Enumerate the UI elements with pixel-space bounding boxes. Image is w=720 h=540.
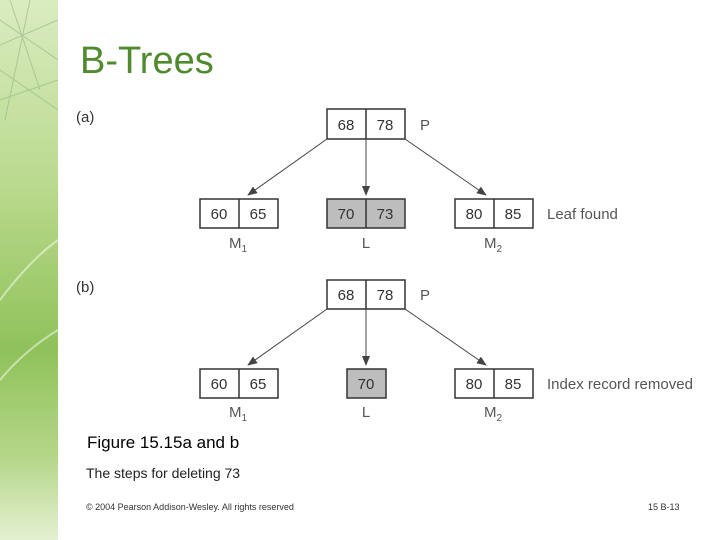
panel-a-right-leaf-subscript: 2	[497, 244, 503, 255]
panel-b-root-tag: P	[420, 287, 430, 304]
panel-b-root-key-1: 68	[338, 287, 355, 304]
panel-a-arrow-right	[404, 138, 487, 196]
panel-a-middle-leaf-label: L	[362, 235, 370, 252]
panel-a-right-leaf-label: M2	[484, 235, 503, 255]
panel-b-left-leaf-label: M1	[229, 404, 248, 424]
panel-b-right-key-1: 80	[466, 376, 483, 393]
panel-b-label: (b)	[76, 279, 94, 296]
panel-b-annotation: Index record removed	[547, 376, 693, 393]
panel-a-middle-key-2: 73	[377, 206, 394, 223]
panel-b-right-leaf: 80 85	[454, 368, 534, 399]
figure-caption-title: Figure 15.15a and b	[87, 433, 240, 452]
panel-a-left-leaf-label: M1	[229, 235, 248, 255]
panel-a-left-key-1: 60	[211, 206, 228, 223]
panel-a-middle-key-1: 70	[338, 206, 355, 223]
panel-b-root-key-2: 78	[377, 287, 394, 304]
decorative-side-strip	[0, 0, 58, 540]
panel-a-root-node: 68 78	[326, 108, 406, 140]
decorative-pattern	[0, 0, 58, 381]
panel-b-middle-key-1: 70	[358, 376, 375, 393]
panel-a-root-key-1: 68	[338, 117, 355, 134]
panel-b-right-leaf-name: M	[484, 404, 497, 421]
panel-b-root-node: 68 78	[326, 279, 406, 310]
panel-a-arrow-left	[247, 138, 328, 196]
panel-a-root-key-2: 78	[377, 117, 394, 134]
panel-b-left-key-2: 65	[250, 376, 267, 393]
copyright-notice: © 2004 Pearson Addison-Wesley. All right…	[86, 502, 294, 512]
panel-a-left-key-2: 65	[250, 206, 267, 223]
figure-caption-subtitle: The steps for deleting 73	[86, 465, 241, 481]
panel-b-left-leaf-name: M	[229, 404, 242, 421]
panel-b-arrow-left	[247, 308, 328, 366]
slide-number: 15 B-13	[648, 502, 680, 512]
panel-a-root-tag: P	[420, 117, 430, 134]
panel-a-left-leaf-subscript: 1	[242, 244, 248, 255]
panel-b-arrow-right	[404, 308, 487, 366]
panel-b-middle-leaf: 70	[346, 368, 387, 399]
panel-b-right-leaf-label: M2	[484, 404, 503, 424]
slide-title: B-Trees	[80, 40, 214, 82]
panel-a-label: (a)	[76, 109, 94, 126]
panel-a-annotation: Leaf found	[547, 206, 618, 223]
panel-a-right-key-2: 85	[505, 206, 522, 223]
panel-b-right-key-2: 85	[505, 376, 522, 393]
panel-a-left-leaf-name: M	[229, 235, 242, 252]
panel-a-left-leaf: 60 65	[199, 198, 279, 229]
panel-b-right-leaf-subscript: 2	[497, 413, 503, 424]
panel-b-left-leaf-subscript: 1	[242, 413, 248, 424]
panel-a-right-leaf-name: M	[484, 235, 497, 252]
panel-b-left-key-1: 60	[211, 376, 228, 393]
panel-a-middle-leaf: 70 73	[326, 198, 406, 229]
panel-b-left-leaf: 60 65	[199, 368, 279, 399]
panel-a-right-key-1: 80	[466, 206, 483, 223]
panel-b-middle-leaf-label: L	[362, 404, 370, 421]
panel-a-right-leaf: 80 85	[454, 198, 534, 229]
